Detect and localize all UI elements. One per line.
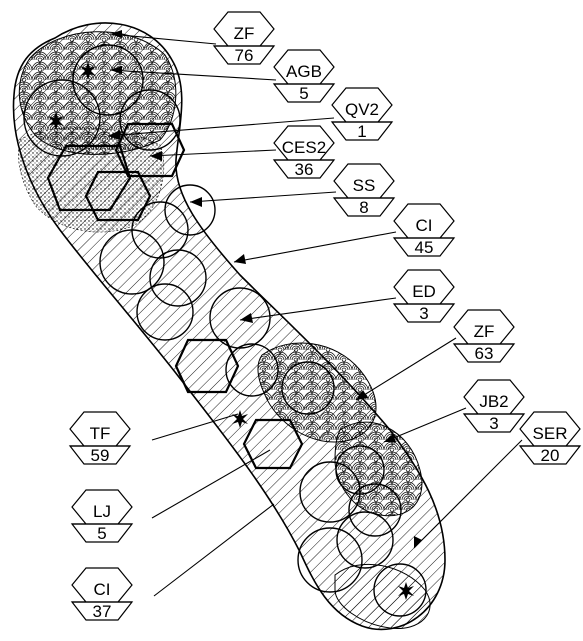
label-code: AGB (286, 62, 322, 81)
label-value: 76 (235, 46, 254, 65)
label-code: ZF (234, 24, 255, 43)
label-code: ZF (474, 322, 495, 341)
label-value: 20 (541, 446, 560, 465)
label-tag-agb-5: AGB 5 (274, 50, 334, 103)
label-tag-qv2-1: QV2 1 (332, 88, 392, 141)
label-code: TF (90, 424, 111, 443)
label-value: 3 (489, 414, 498, 433)
label-value: 3 (419, 304, 428, 323)
label-value: 1 (357, 122, 366, 141)
label-tag-ces2-36: CES2 36 (274, 126, 334, 179)
label-code: CES2 (282, 138, 326, 157)
label-tag-ser-20: SER 20 (520, 412, 580, 465)
label-value: 36 (295, 160, 314, 179)
label-tag-tf-59: TF 59 (70, 412, 130, 465)
label-value: 37 (93, 602, 112, 621)
label-code: SS (353, 176, 376, 195)
label-tag-lj-5: LJ 5 (72, 490, 132, 543)
label-tag-zf-76: ZF 76 (214, 12, 274, 65)
label-tag-jb2-3: JB2 3 (464, 380, 524, 433)
label-value: 8 (359, 198, 368, 217)
label-value: 5 (97, 524, 106, 543)
label-tag-ed-3: ED 3 (394, 270, 454, 323)
label-tag-ci-45: CI 45 (394, 204, 454, 257)
label-value: 45 (415, 238, 434, 257)
label-code: QV2 (345, 100, 379, 119)
label-value: 5 (299, 84, 308, 103)
label-value: 63 (475, 344, 494, 363)
label-code: SER (533, 424, 568, 443)
label-code: LJ (93, 502, 111, 521)
label-code: CI (94, 580, 111, 599)
label-code: CI (416, 216, 433, 235)
label-tag-ss-8: SS 8 (334, 164, 394, 217)
label-code: ED (412, 282, 436, 301)
label-code: JB2 (479, 392, 508, 411)
label-value: 59 (91, 446, 110, 465)
label-tag-ci-37: CI 37 (72, 568, 132, 621)
label-tag-zf-63: ZF 63 (454, 310, 514, 363)
